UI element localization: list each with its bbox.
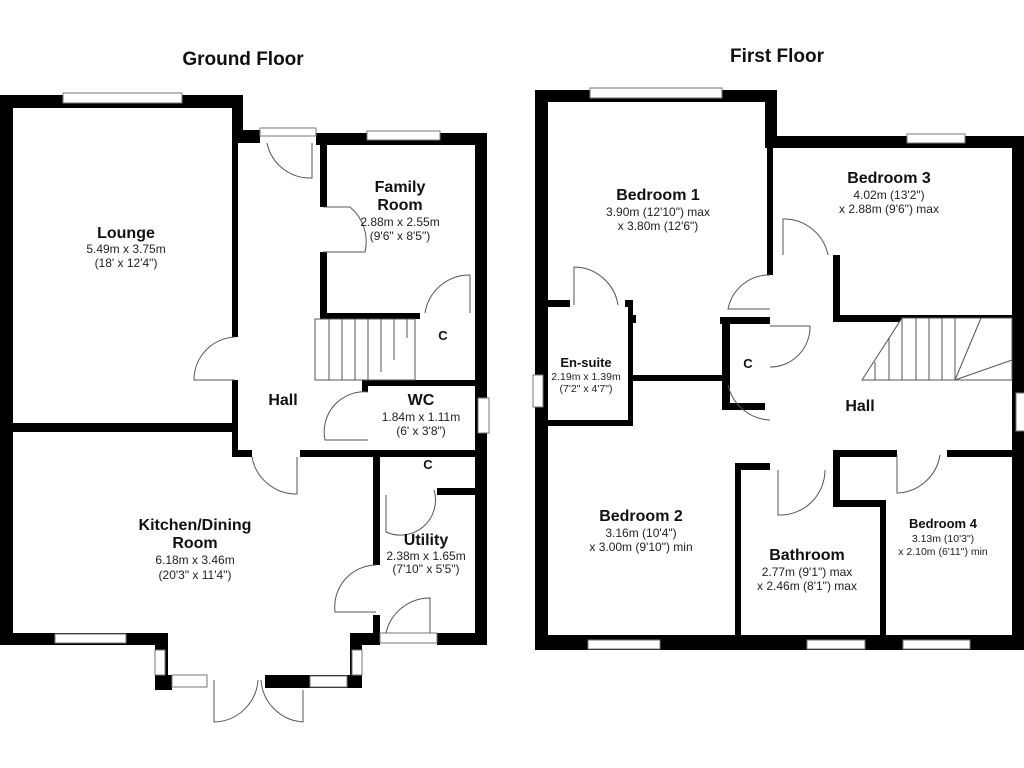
kitchen-dimensions: 6.18m x 3.46m [155,553,234,567]
ground-floor-labels: Lounge 5.49m x 3.75m (18' x 12'4") Famil… [86,179,465,582]
family-room-label: Family [375,179,426,196]
bedroom2-door[interactable] [727,384,771,421]
window [589,87,723,99]
first-floor-plan: First Floor [532,46,1024,650]
first-floor-title: First Floor [730,46,825,67]
front-door-frame [259,127,317,137]
window [366,130,441,141]
wc-door[interactable] [323,391,369,441]
bedroom4-door[interactable] [896,454,941,494]
ensuite-label: En-suite [560,355,611,370]
ground-floor-windows [54,92,490,688]
family-room-dimensions-imperial: (9'6" x 8'5") [370,229,430,243]
window [1015,392,1024,432]
cupboard-door[interactable] [424,274,471,314]
first-floor-windows [532,87,1024,650]
bedroom3-door[interactable] [782,218,829,256]
window [309,675,348,688]
bedroom4-label: Bedroom 4 [909,516,978,531]
window [351,649,363,676]
lounge-door[interactable] [193,336,236,381]
wc-label: WC [408,392,435,409]
window [906,133,966,144]
utility-dimensions-imperial: (7'10" x 5'5") [392,562,459,576]
ensuite-door[interactable] [573,266,619,306]
kitchen-label-2: Room [172,535,217,552]
bedroom3-label: Bedroom 3 [847,170,931,187]
french-door-right[interactable] [260,679,304,723]
window [477,397,490,434]
lounge-label: Lounge [97,225,155,242]
window [532,374,544,408]
bedroom1-dimensions: 3.90m (12'10") max [606,205,710,219]
bathroom-dimensions-2: x 2.46m (8'1") max [757,579,857,593]
cupboard-door[interactable] [769,325,811,368]
bedroom4-dimensions-2: x 2.10m (6'11") min [898,546,988,558]
ground-floor-doors[interactable] [193,142,471,723]
window [902,639,971,650]
first-floor-walls [535,90,1024,650]
bedroom1-label: Bedroom 1 [616,187,700,204]
family-room-label-2: Room [377,197,422,214]
kitchen-label: Kitchen/Dining [139,517,252,534]
bedroom3-dimensions: 4.02m (13'2") [853,188,924,202]
front-door[interactable] [266,142,313,179]
hall-label: Hall [268,392,297,409]
cupboard-label: C [743,356,753,371]
window [62,92,183,104]
hall-label: Hall [845,398,874,415]
bedroom3-dimensions-2: x 2.88m (9'6") max [839,202,939,216]
window [587,639,661,650]
window [171,674,208,688]
french-door-left[interactable] [213,679,259,723]
bathroom-dimensions: 2.77m (9'1") max [762,565,853,579]
bedroom1-door[interactable] [727,274,771,310]
bedroom2-dimensions: 3.16m (10'4") [605,526,676,540]
first-floor-doors[interactable] [573,218,941,516]
utility-door[interactable] [334,564,377,613]
bedroom1-dimensions-2: x 3.80m (12'6") [618,219,699,233]
ensuite-dimensions-imperial: (7'2" x 4'7") [560,383,613,395]
back-door-frame [379,632,438,644]
kitchen-door[interactable] [251,456,298,495]
window [54,633,127,644]
ground-floor-title: Ground Floor [182,49,304,70]
first-floor-stairs [861,317,1013,381]
utility-cupboard-label: C [423,457,433,472]
lounge-dimensions-imperial: (18' x 12'4") [95,256,158,270]
utility-dimensions: 2.38m x 1.65m [386,549,465,563]
ensuite-dimensions: 2.19m x 1.39m [551,371,621,383]
first-floor-labels: Bedroom 1 3.90m (12'10") max x 3.80m (12… [551,170,988,593]
wc-dimensions-imperial: (6' x 3'8") [396,424,446,438]
window [806,639,866,650]
bedroom4-dimensions: 3.13m (10'3") [912,533,974,545]
lounge-dimensions: 5.49m x 3.75m [86,242,165,256]
family-room-dimensions: 2.88m x 2.55m [360,215,439,229]
wc-dimensions: 1.84m x 1.11m [382,410,460,424]
utility-cupboard-door[interactable] [385,489,436,536]
bedroom2-dimensions-2: x 3.00m (9'10") min [589,540,692,554]
cupboard-label: C [438,328,448,343]
bedroom2-label: Bedroom 2 [599,508,683,525]
back-door[interactable] [385,597,431,634]
kitchen-dimensions-imperial: (20'3" x 11'4") [159,568,232,582]
ground-floor-stairs [314,318,416,381]
bathroom-label: Bathroom [769,547,845,564]
utility-label: Utility [404,532,449,549]
family-room-door[interactable] [323,206,367,253]
ground-floor-plan: Ground Floor [0,49,490,723]
bathroom-door[interactable] [777,469,826,516]
window [154,649,166,676]
